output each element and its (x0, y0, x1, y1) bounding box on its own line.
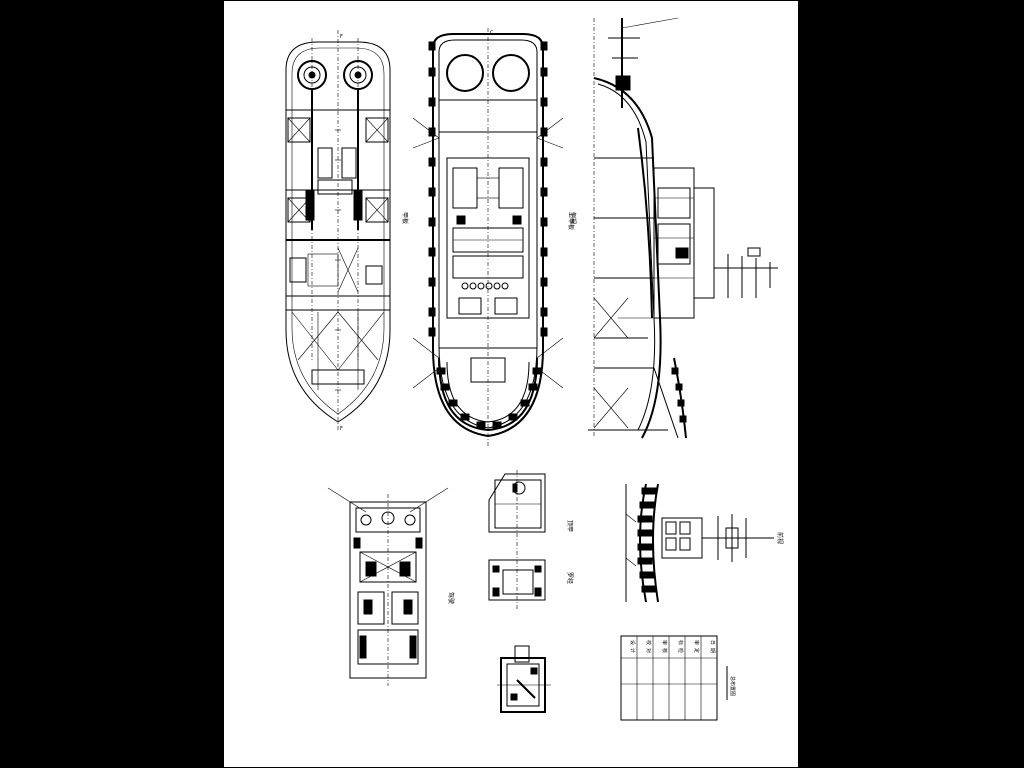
title-side-text: 总布置图 (729, 676, 736, 696)
top-label-b-box: 罗经 (566, 572, 574, 584)
frame-mark-top: F (340, 34, 343, 40)
top-deck-plan (488, 470, 546, 610)
title-block-cell: 对 (645, 648, 652, 653)
top-label-a: 顶甲 (566, 520, 573, 532)
winch-drum-stbd (343, 60, 373, 90)
fender-row-stbd (540, 41, 548, 337)
profile-label-box: 侧视 (569, 212, 577, 224)
title-block-cell: 标 (677, 640, 684, 645)
title-block-cell: 期 (709, 648, 715, 653)
title-block-cell: 计 (629, 648, 636, 653)
drawing-sheet: F F 甲板 (223, 0, 799, 768)
side-profile (588, 17, 778, 439)
top-label-b: 罗经 (566, 572, 574, 584)
bridge-deck-plan (327, 487, 449, 686)
tank-port (446, 54, 484, 92)
upper-deck-plan: C (412, 28, 564, 448)
title-block-cell: 日 (709, 640, 715, 645)
bridge-deck-label-box: 驾驶 (447, 592, 455, 604)
front-label-box: 前视 (776, 532, 784, 544)
center-mark-top: C (490, 30, 494, 36)
winch-drum-port (297, 60, 327, 90)
top-label-a-box: 顶甲 (566, 520, 573, 532)
upper-deck-label-box: 上甲板 (567, 212, 575, 230)
fender-row-port (428, 41, 436, 337)
front-section-view (625, 483, 774, 603)
title-block-cell: 定 (693, 648, 700, 653)
stern-fenders (436, 367, 542, 429)
title-block-cell: 设 (629, 640, 636, 645)
upper-deck-label: 上甲板 (567, 212, 575, 230)
title-block-cell: 审 (661, 640, 668, 645)
front-fender-belt (637, 487, 657, 593)
front-label: 前视 (776, 532, 784, 544)
bridge-deck-label: 驾驶 (447, 592, 455, 604)
title-block-cell: 检 (677, 648, 684, 653)
compass-deck-plan (497, 645, 551, 713)
title-block-cell: 审 (693, 640, 700, 645)
title-block-cell: 校 (645, 640, 652, 645)
main-deck-label-box: 甲板 (401, 212, 409, 224)
main-deck-plan: F F (285, 30, 391, 432)
title-block-cell: 核 (661, 648, 668, 653)
profile-label: 侧视 (569, 212, 577, 224)
main-deck-label: 甲板 (401, 212, 409, 224)
tank-stbd (492, 54, 530, 92)
frame-mark-bottom: F (340, 426, 343, 432)
